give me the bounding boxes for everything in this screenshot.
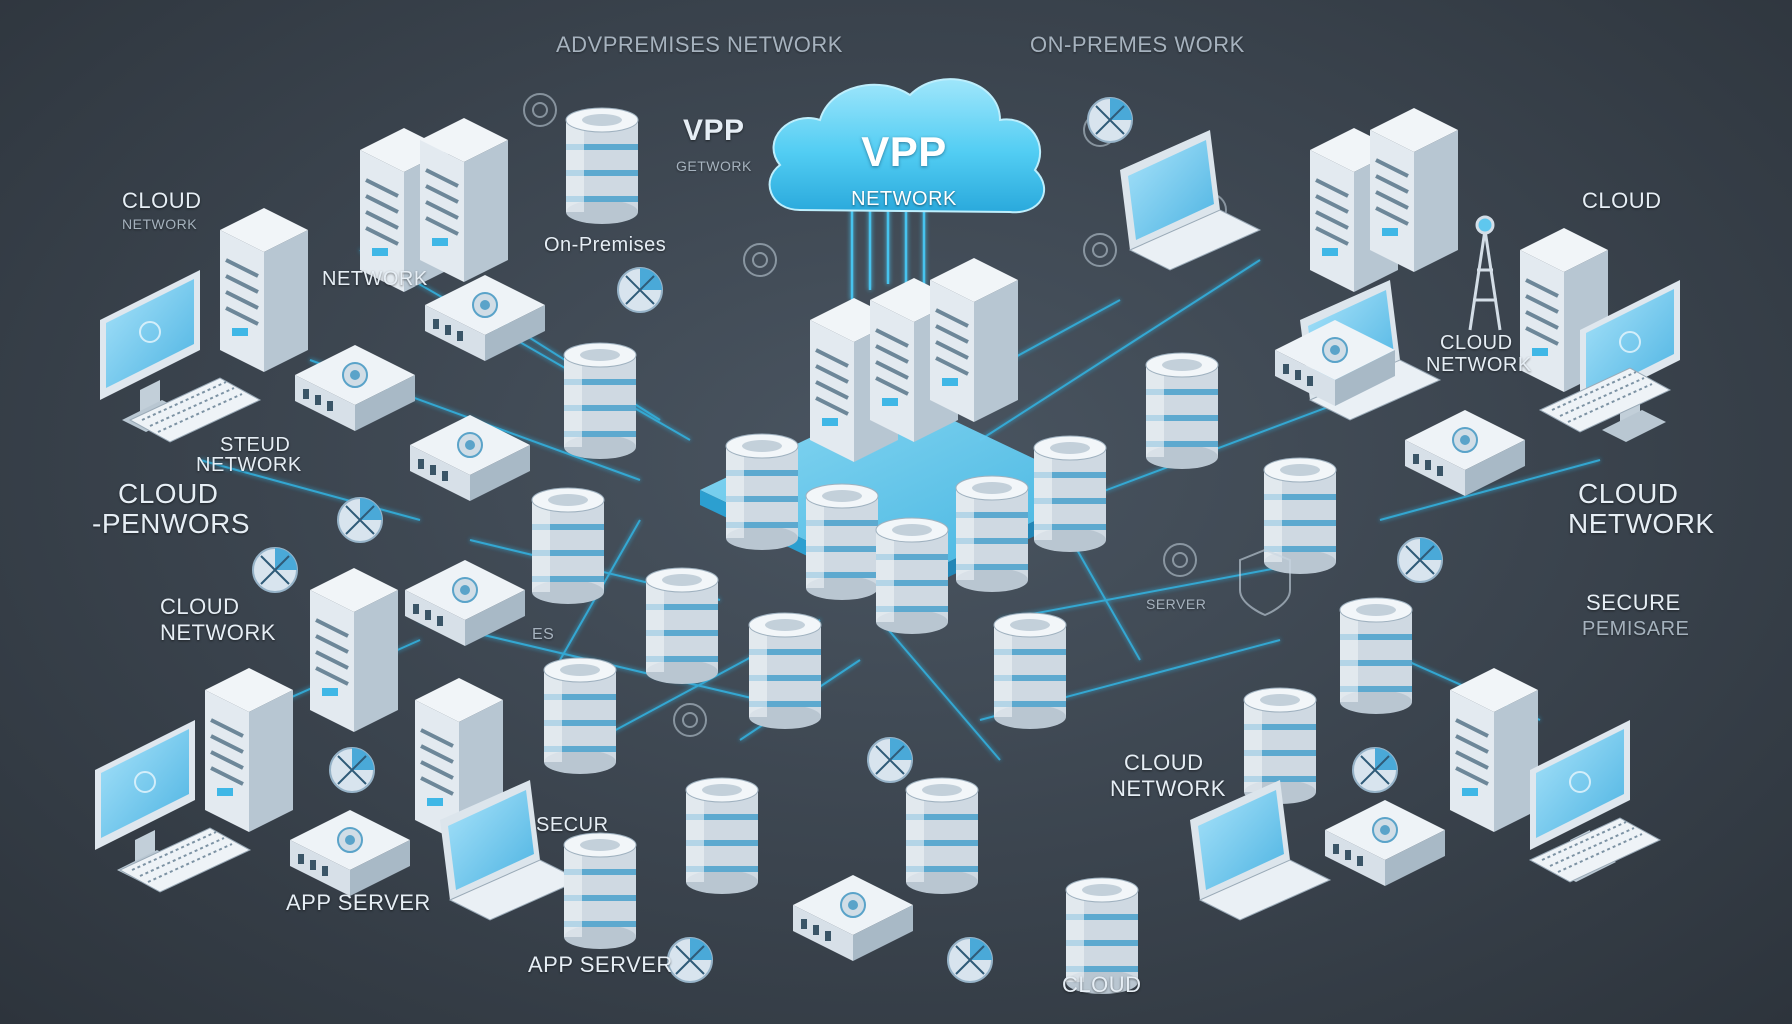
laptop-icon [1119,129,1261,271]
router-icon [404,559,526,647]
label-cloud-network-left: CLOUD [160,594,240,619]
label-cloud-network-left-sub: NETWORK [160,620,276,645]
database-icon [563,832,637,950]
label-cloud-network-right-sub: NETWORK [1426,354,1532,376]
circular-badge-icon [1087,97,1133,143]
server-tower-icon [1368,106,1460,274]
circular-badge-icon [617,267,663,313]
database-icon [748,612,822,730]
database-icon [543,657,617,775]
label-cloud-pewors: CLOUD [118,478,219,509]
router-icon [792,874,914,962]
label-vpp-small: VPP [683,114,745,147]
label-cloud-left-top-sub: NETWORK [122,216,198,232]
database-icon [993,612,1067,730]
database-icon [875,517,949,635]
label-steud: STEUD [220,434,291,456]
router-icon [409,414,531,502]
label-top-left: ADVPREMISES NETWORK [556,32,843,57]
router-icon [424,274,546,362]
faint-circle-icon [1163,543,1197,577]
server-tower-icon [418,116,510,284]
circular-badge-icon [337,497,383,543]
database-icon [565,107,639,225]
central-server-racks [808,256,1020,464]
database-icon [645,567,719,685]
circular-badge-icon [329,747,375,793]
label-cloud-network-center-sub: NETWORK [1110,776,1226,801]
vpp-cloud [768,78,1046,214]
router-icon [294,344,416,432]
label-cloud-network-big: CLOUD [1578,478,1679,509]
label-cloud-network-big-sub: NETWORK [1568,508,1715,539]
label-cloud-bottom: CLOUD [1062,972,1142,997]
database-icon [563,342,637,460]
label-cloud-left-top: CLOUD [122,188,202,213]
label-app-server-1: APP SERVER [286,890,431,915]
server-tower-icon [308,566,400,734]
faint-circle-icon [1083,233,1117,267]
label-secure-sub: PEMISARE [1582,618,1690,640]
label-server-small: SERVER [1146,596,1207,612]
database-icon [805,483,879,601]
server-rack-icon [928,256,1020,424]
cloud-drop-lines [850,205,926,300]
label-top-right: ON-PREMES WORK [1030,32,1245,57]
label-network-left: NETWORK [322,268,428,290]
label-es: ES [532,626,555,643]
router-icon [289,809,411,897]
center-bottom-devices [685,612,1139,995]
label-steud-network: NETWORK [196,454,302,476]
label-secur: SECUR [536,814,609,836]
circular-badge-icon [1397,537,1443,583]
circular-badge-icon [947,937,993,983]
router-icon [1324,799,1446,887]
database-icon [685,777,759,895]
label-vpp-small-sub: GETWORK [676,158,752,174]
faint-circle-icon [673,703,707,737]
label-cloud-network-center: CLOUD [1124,750,1204,775]
label-cloud-pewors-sub: -PENWORS [92,508,250,539]
radio-tower-icon [1468,215,1502,331]
label-on-premises: On-Premises [544,234,667,256]
faint-circle-icon [743,243,777,277]
database-icon [531,487,605,605]
label-app-server-2: APP SERVER [528,952,673,977]
label-cloud-network-right: CLOUD [1440,332,1513,354]
label-cloud-right-top: CLOUD [1582,188,1662,213]
database-icon [955,475,1029,593]
right-devices [1087,97,1681,921]
label-secure: SECURE [1586,590,1681,615]
cloud-title: VPP [861,128,947,175]
server-tower-icon [1448,666,1540,834]
circular-badge-icon [1352,747,1398,793]
router-icon [1404,409,1526,497]
cloud-subtitle: NETWORK [851,188,957,210]
faint-circle-icon [523,93,557,127]
database-icon [905,777,979,895]
database-icon [725,433,799,551]
circular-badge-icon [867,737,913,783]
circular-badge-icon [252,547,298,593]
database-icon [1339,597,1413,715]
shield-icon [1239,548,1291,617]
server-tower-icon [218,206,310,374]
database-icon [1145,352,1219,470]
circular-badge-icon [667,937,713,983]
server-tower-icon [203,666,295,834]
database-icon [1263,457,1337,575]
database-icon [1033,435,1107,553]
